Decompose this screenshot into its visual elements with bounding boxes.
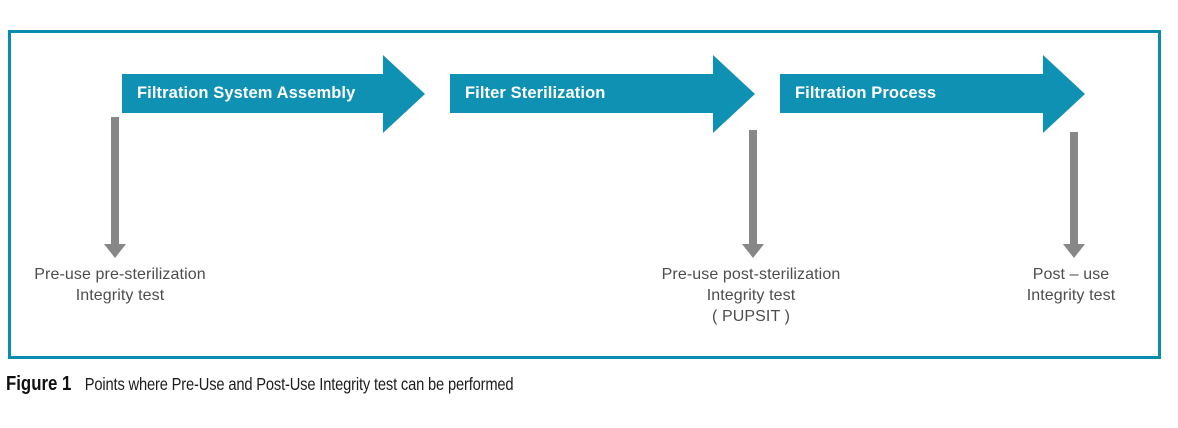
test-label-line: Pre-use pre-sterilization <box>34 266 206 283</box>
step-arrow-filtration-system-assembly: Filtration System Assembly <box>122 54 425 133</box>
test-label-line: Pre-use post-sterilization <box>661 266 841 283</box>
down-arrow-icon <box>742 130 764 258</box>
step-label: Filtration System Assembly <box>122 74 383 113</box>
test-label-line: Integrity test <box>75 287 165 304</box>
down-arrow-icon <box>104 117 126 258</box>
down-arrowhead-icon <box>1063 244 1085 258</box>
right-arrowhead-icon <box>383 54 425 133</box>
arrow-shaft <box>1070 132 1078 244</box>
right-arrowhead-icon <box>1043 54 1085 133</box>
down-arrowhead-icon <box>104 244 126 258</box>
down-arrow-icon <box>1063 132 1085 258</box>
down-arrowhead-icon <box>742 244 764 258</box>
test-label-line: Post – use <box>1032 266 1110 283</box>
step-label: Filtration Process <box>780 74 1043 113</box>
arrow-shaft <box>749 130 757 244</box>
arrow-shaft <box>111 117 119 244</box>
right-arrowhead-icon <box>713 54 755 133</box>
step-label: Filter Sterilization <box>450 74 713 113</box>
step-arrow-filter-sterilization: Filter Sterilization <box>450 54 755 133</box>
figure-number: Figure 1 <box>6 373 72 395</box>
step-arrow-filtration-process: Filtration Process <box>780 54 1085 133</box>
figure-caption-text: Points where Pre-Use and Post-Use Integr… <box>84 374 514 394</box>
test-label-pre-use-post-sterilization: Pre-use post-sterilization Integrity tes… <box>651 264 851 327</box>
test-label-line: Integrity test <box>706 287 796 304</box>
test-label-line: ( PUPSIT ) <box>711 308 791 325</box>
test-label-post-use: Post – use Integrity test <box>971 264 1171 306</box>
test-label-pre-use-pre-sterilization: Pre-use pre-sterilization Integrity test <box>20 264 220 306</box>
test-label-line: Integrity test <box>1026 287 1116 304</box>
figure-caption: Figure 1 Points where Pre-Use and Post-U… <box>6 373 514 396</box>
